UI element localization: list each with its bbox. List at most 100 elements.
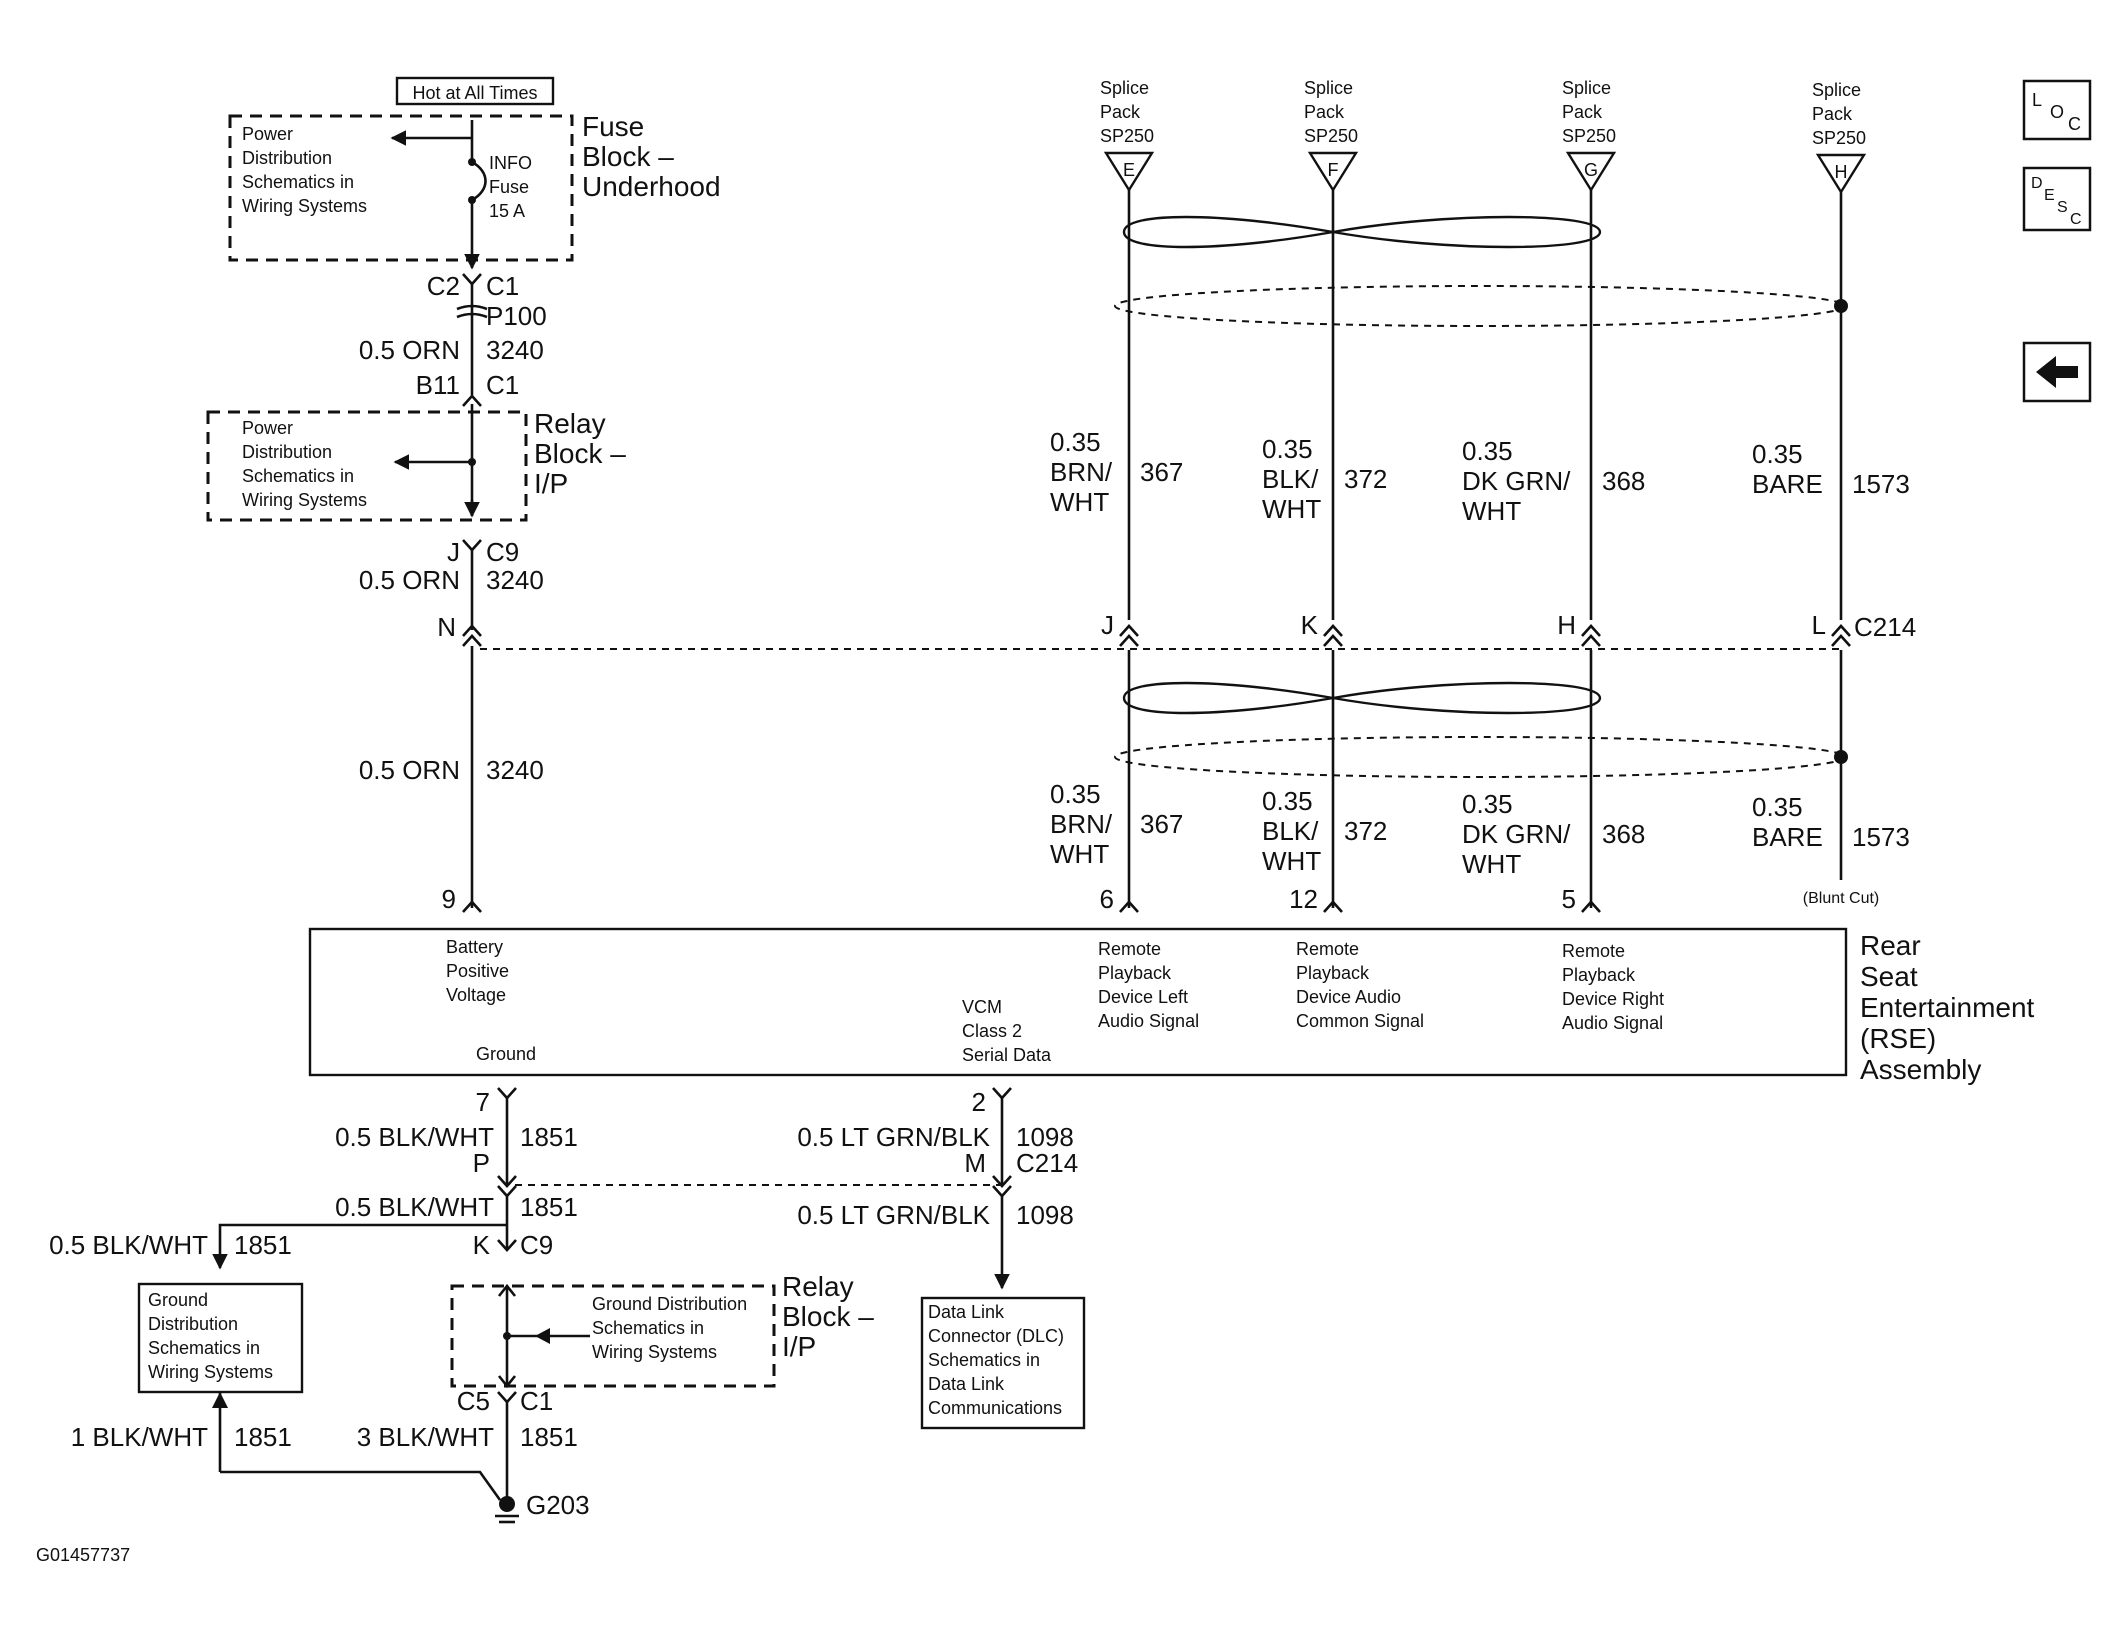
svg-text:L: L bbox=[2032, 90, 2042, 110]
svg-text:Schematics in: Schematics in bbox=[148, 1338, 260, 1358]
ground-distribution-box: Ground Distribution Schematics in Wiring… bbox=[71, 1282, 502, 1501]
svg-text:C: C bbox=[2068, 114, 2081, 134]
blunt-cut-label: (Blunt Cut) bbox=[1803, 890, 1879, 907]
svg-text:Assembly: Assembly bbox=[1860, 1054, 1981, 1085]
svg-text:P: P bbox=[473, 1148, 490, 1178]
twisted-pair-lower bbox=[1114, 681, 1848, 778]
ground-icon bbox=[499, 1496, 515, 1512]
connector-j-left: J bbox=[447, 537, 460, 567]
svg-text:Data Link: Data Link bbox=[928, 1374, 1005, 1394]
svg-text:K: K bbox=[473, 1230, 491, 1260]
svg-text:Device Audio: Device Audio bbox=[1296, 987, 1401, 1007]
splice-pack-e: Splice Pack SP250 E bbox=[1100, 78, 1155, 193]
svg-text:1 BLK/WHT: 1 BLK/WHT bbox=[71, 1422, 208, 1452]
svg-text:K: K bbox=[1301, 610, 1319, 640]
svg-text:S: S bbox=[2057, 199, 2068, 216]
svg-text:Splice: Splice bbox=[1812, 80, 1861, 100]
svg-text:Voltage: Voltage bbox=[446, 985, 506, 1005]
svg-text:1851: 1851 bbox=[234, 1422, 292, 1452]
svg-text:1851: 1851 bbox=[234, 1230, 292, 1260]
svg-text:H: H bbox=[1557, 610, 1576, 640]
shield-lower bbox=[1114, 736, 1846, 778]
desc-icon[interactable]: D E S C bbox=[2022, 166, 2092, 232]
svg-text:SP250: SP250 bbox=[1562, 126, 1616, 146]
svg-text:0.35: 0.35 bbox=[1752, 439, 1803, 469]
svg-text:372: 372 bbox=[1344, 464, 1387, 494]
svg-text:Playback: Playback bbox=[1098, 963, 1172, 983]
svg-text:Playback: Playback bbox=[1562, 965, 1636, 985]
svg-text:Battery: Battery bbox=[446, 937, 503, 957]
svg-text:Splice: Splice bbox=[1304, 78, 1353, 98]
svg-text:Connector (DLC): Connector (DLC) bbox=[928, 1326, 1064, 1346]
rse-pin-9: 9 bbox=[442, 884, 456, 914]
relay-block-ip-top: Power Distribution Schematics in Wiring … bbox=[206, 404, 626, 522]
svg-text:WHT: WHT bbox=[1262, 494, 1321, 524]
svg-text:3 BLK/WHT: 3 BLK/WHT bbox=[357, 1422, 494, 1452]
shield-upper bbox=[1114, 285, 1846, 327]
svg-text:BRN/: BRN/ bbox=[1050, 809, 1113, 839]
svg-text:0.5 BLK/WHT: 0.5 BLK/WHT bbox=[49, 1230, 208, 1260]
relay-block-title-1: Relay bbox=[534, 408, 606, 439]
svg-text:1098: 1098 bbox=[1016, 1200, 1074, 1230]
relay-pd-text-1: Power bbox=[242, 418, 293, 438]
relay-block-title-2: Block – bbox=[534, 438, 626, 469]
svg-text:Pack: Pack bbox=[1562, 102, 1603, 122]
svg-text:Ground: Ground bbox=[148, 1290, 208, 1310]
svg-text:367: 367 bbox=[1140, 457, 1183, 487]
wire-size-orn-2: 0.5 ORN bbox=[359, 565, 460, 595]
svg-text:SP250: SP250 bbox=[1304, 126, 1358, 146]
svg-text:Common Signal: Common Signal bbox=[1296, 1011, 1424, 1031]
svg-text:1573: 1573 bbox=[1852, 469, 1910, 499]
fuse-block-title-1: Fuse bbox=[582, 111, 644, 142]
svg-text:C: C bbox=[2070, 211, 2082, 228]
fuse-block-underhood: Hot at All Times Power Distribution Sche… bbox=[228, 76, 721, 262]
connector-c214-top: J K H L C214 bbox=[480, 610, 1916, 650]
svg-text:372: 372 bbox=[1344, 816, 1387, 846]
svg-text:C9: C9 bbox=[520, 1230, 553, 1260]
svg-text:Device Left: Device Left bbox=[1098, 987, 1188, 1007]
connector-c2: C2 bbox=[427, 271, 460, 301]
svg-text:0.35: 0.35 bbox=[1262, 786, 1313, 816]
svg-text:DK GRN/: DK GRN/ bbox=[1462, 466, 1571, 496]
svg-text:12: 12 bbox=[1289, 884, 1318, 914]
relay-pd-text-3: Schematics in bbox=[242, 466, 354, 486]
svg-text:367: 367 bbox=[1140, 809, 1183, 839]
svg-text:Wiring Systems: Wiring Systems bbox=[592, 1342, 717, 1362]
pd-text-2: Distribution bbox=[242, 148, 332, 168]
relay-pd-text-2: Distribution bbox=[242, 442, 332, 462]
wire-circuit-3240-1: 3240 bbox=[486, 335, 544, 365]
connector-b11: B11 bbox=[416, 370, 460, 400]
splice-letter-f: F bbox=[1328, 160, 1339, 180]
svg-text:J: J bbox=[1101, 610, 1114, 640]
fuse-block-title-2: Block – bbox=[582, 141, 674, 172]
svg-text:7: 7 bbox=[476, 1087, 490, 1117]
svg-text:C1: C1 bbox=[520, 1386, 553, 1416]
svg-text:Communications: Communications bbox=[928, 1398, 1062, 1418]
svg-text:SP250: SP250 bbox=[1100, 126, 1154, 146]
loc-icon[interactable]: L O C bbox=[2022, 79, 2092, 141]
svg-text:D: D bbox=[2031, 175, 2043, 192]
hot-at-all-times-label: Hot at All Times bbox=[412, 83, 537, 103]
svg-text:Splice: Splice bbox=[1562, 78, 1611, 98]
svg-text:Ground: Ground bbox=[476, 1044, 536, 1064]
relay-block-ip-bottom: Ground Distribution Schematics in Wiring… bbox=[450, 1271, 874, 1389]
dlc-box: Data Link Connector (DLC) Schematics in … bbox=[920, 1296, 1086, 1430]
fuse-block-title-3: Underhood bbox=[582, 171, 721, 202]
svg-text:0.35: 0.35 bbox=[1462, 436, 1513, 466]
svg-text:0.5 LT GRN/BLK: 0.5 LT GRN/BLK bbox=[797, 1122, 990, 1152]
svg-text:DK GRN/: DK GRN/ bbox=[1462, 819, 1571, 849]
svg-text:Distribution: Distribution bbox=[148, 1314, 238, 1334]
wire-circuit-3240-2: 3240 bbox=[486, 565, 544, 595]
ground-circuit: 7 0.5 BLK/WHT 1851 P 0.5 BLK/WHT 1851 0.… bbox=[49, 1087, 1000, 1270]
back-arrow-icon[interactable] bbox=[2022, 341, 2092, 403]
ground-g203: C5 C1 3 BLK/WHT 1851 G203 bbox=[357, 1386, 590, 1524]
svg-text:VCM: VCM bbox=[962, 997, 1002, 1017]
svg-text:Pack: Pack bbox=[1100, 102, 1141, 122]
svg-text:1851: 1851 bbox=[520, 1122, 578, 1152]
signal-wires bbox=[1127, 190, 1843, 908]
svg-text:1573: 1573 bbox=[1852, 822, 1910, 852]
svg-text:Wiring Systems: Wiring Systems bbox=[148, 1362, 273, 1382]
svg-text:368: 368 bbox=[1602, 466, 1645, 496]
svg-text:Schematics in: Schematics in bbox=[592, 1318, 704, 1338]
svg-text:Entertainment: Entertainment bbox=[1860, 992, 2035, 1023]
